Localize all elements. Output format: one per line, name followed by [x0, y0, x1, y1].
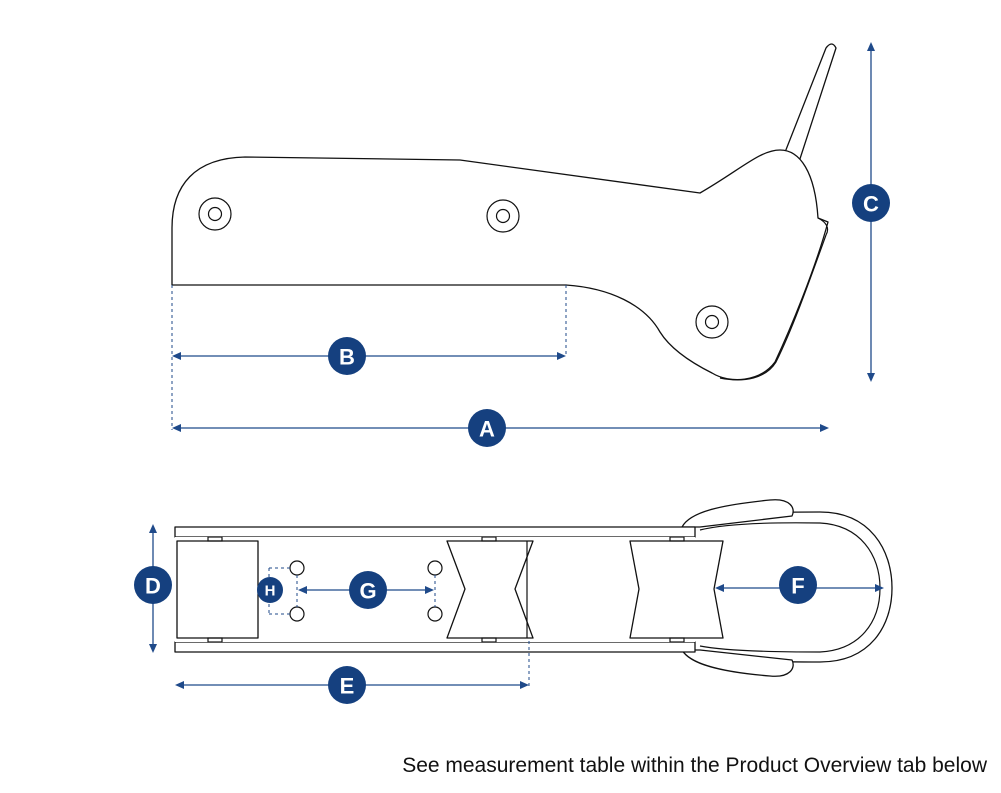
label-c-badge: C: [852, 184, 890, 222]
label-e: E: [340, 674, 355, 699]
label-c: C: [863, 192, 879, 217]
bolt-hole: [486, 199, 520, 233]
pivot-bolt-hole: [695, 305, 729, 339]
side-plate-lip: [719, 217, 829, 381]
side-plate: [171, 149, 829, 381]
upper-guard: [681, 499, 794, 528]
v-roller: [446, 540, 534, 639]
label-a-badge: A: [468, 409, 506, 447]
label-g-badge: G: [349, 571, 387, 609]
side-view: [171, 43, 837, 381]
label-f-badge: F: [779, 566, 817, 604]
label-d: D: [145, 574, 161, 599]
bolt-hole: [198, 197, 232, 231]
label-g: G: [359, 579, 376, 604]
label-h-badge: H: [257, 577, 283, 603]
flat-roller: [176, 540, 259, 639]
lower-guard: [681, 649, 794, 677]
label-e-badge: E: [328, 666, 366, 704]
label-f: F: [791, 574, 804, 599]
pivot-arm: [779, 43, 837, 169]
dimension-b: [171, 285, 567, 430]
top-rail: [174, 526, 696, 538]
bottom-rail: [174, 641, 696, 653]
measurement-note: See measurement table within the Product…: [402, 754, 987, 777]
label-h: H: [265, 583, 276, 600]
label-b: B: [339, 345, 355, 370]
v-roller: [629, 540, 724, 639]
label-b-badge: B: [328, 337, 366, 375]
dimension-h: [268, 567, 290, 615]
label-a: A: [479, 417, 495, 442]
label-d-badge: D: [134, 566, 172, 604]
